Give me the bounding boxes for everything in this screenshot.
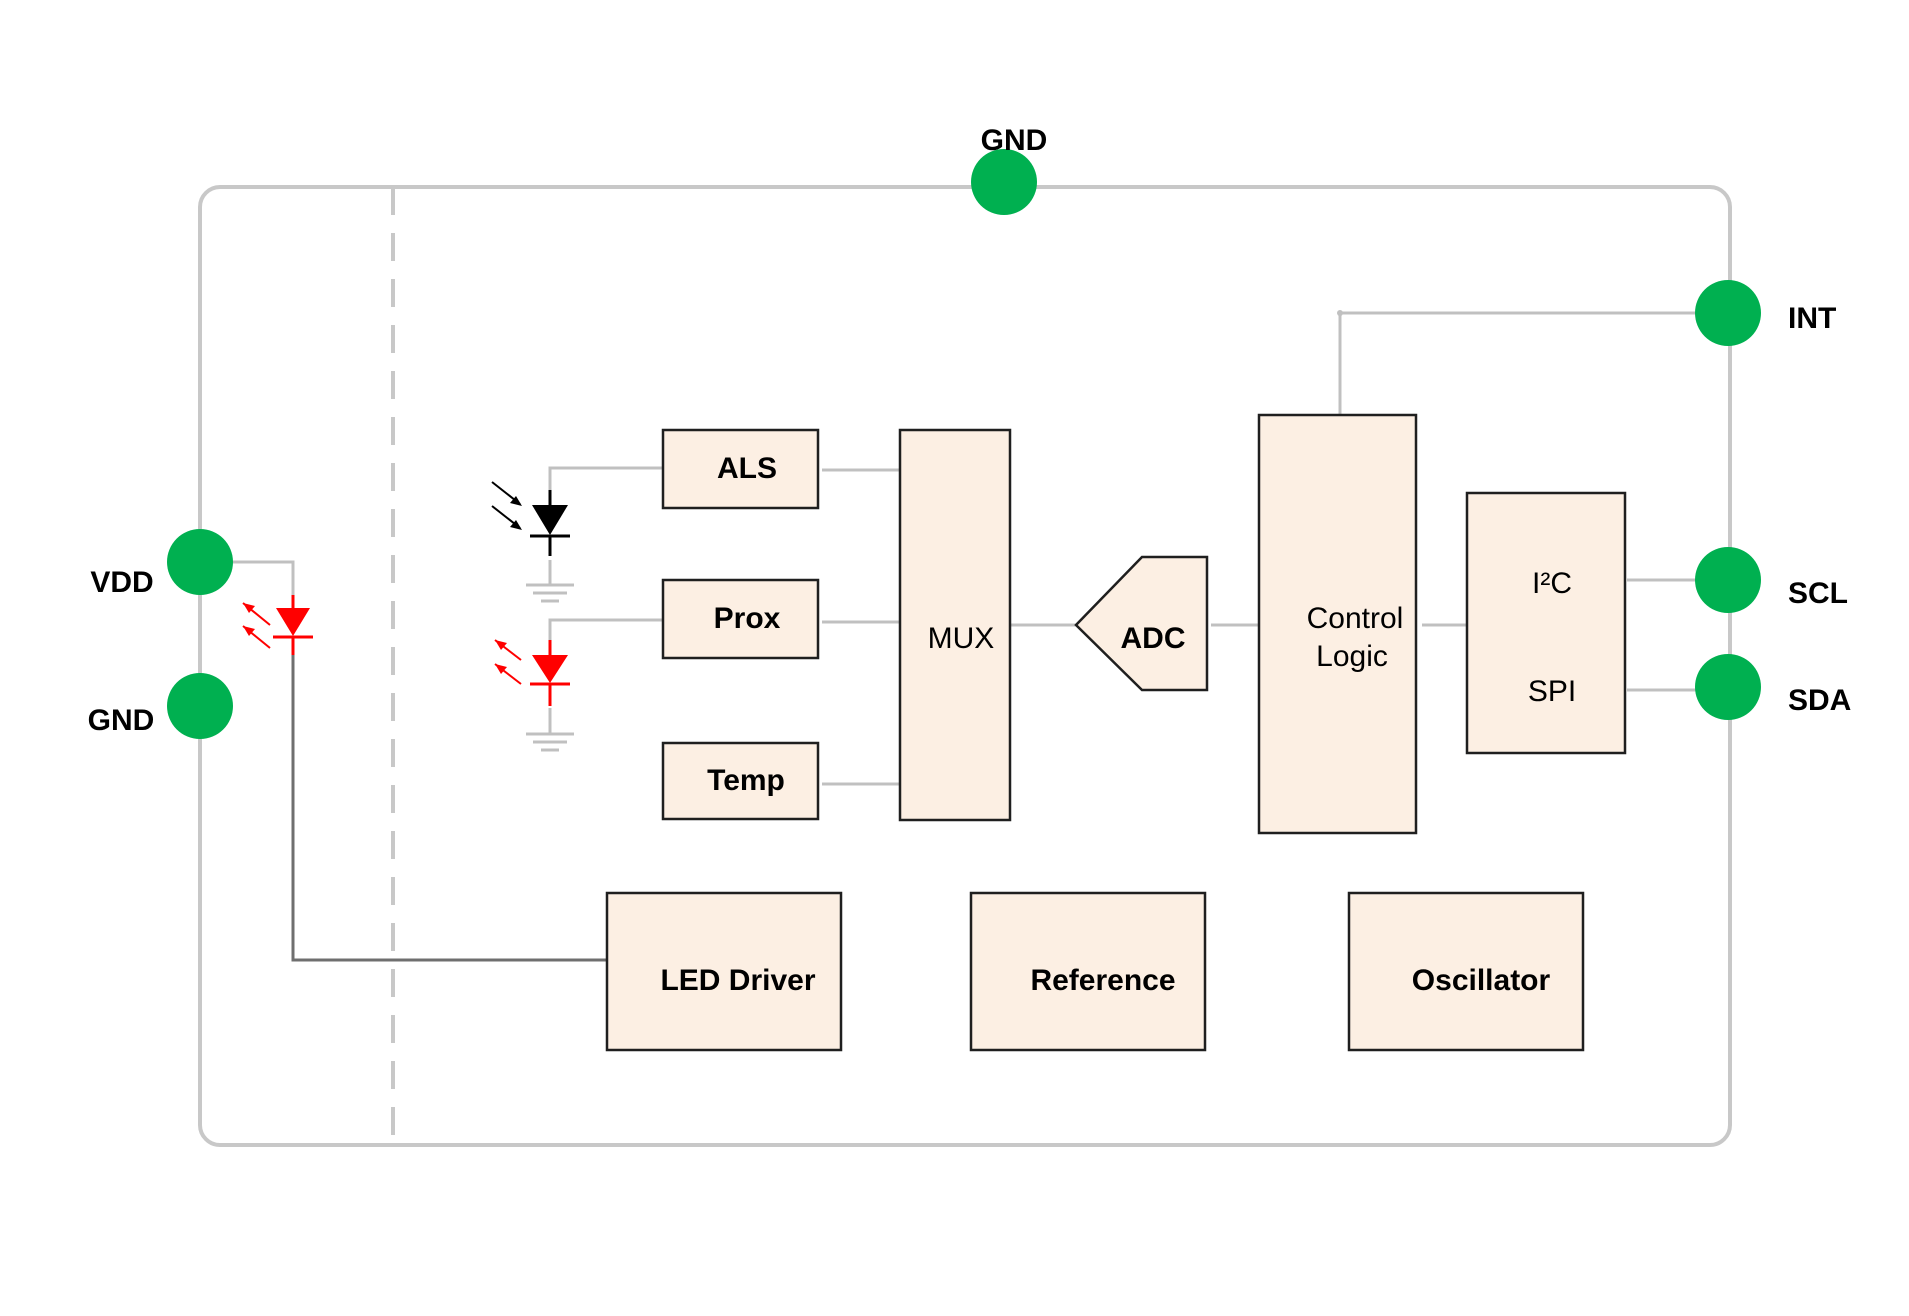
reference-label: Reference	[1030, 964, 1175, 997]
i2c-label: I²C	[1532, 567, 1572, 600]
reference-block	[969, 891, 1207, 1052]
ground-symbol-photodiode	[526, 560, 574, 603]
vdd-pin	[167, 529, 233, 595]
temp-block	[661, 741, 820, 821]
ground-symbol-led	[526, 708, 574, 752]
led-icon-internal	[494, 639, 570, 706]
spi-label: SPI	[1528, 675, 1576, 708]
led-driver-label: LED Driver	[660, 964, 815, 997]
int-pin	[1695, 280, 1761, 346]
gnd-top-pin	[971, 149, 1037, 215]
adc-label: ADC	[1121, 622, 1186, 655]
oscillator-block	[1347, 891, 1585, 1052]
interface-block	[1465, 491, 1627, 755]
sda-label: SDA	[1788, 684, 1851, 717]
prox-block	[661, 578, 820, 660]
led-driver-block	[605, 891, 843, 1052]
control-label-line1: Control	[1307, 602, 1404, 635]
int-label: INT	[1788, 302, 1836, 335]
led-icon-external	[242, 595, 313, 655]
gnd-left-pin	[167, 673, 233, 739]
gnd-left-label: GND	[88, 704, 155, 737]
als-label: ALS	[717, 452, 777, 485]
als-block	[661, 428, 820, 510]
oscillator-label: Oscillator	[1412, 964, 1551, 997]
scl-label: SCL	[1788, 577, 1848, 610]
gnd-top-label: GND	[981, 124, 1048, 157]
control-logic-block	[1257, 413, 1418, 835]
prox-label: Prox	[714, 602, 781, 635]
scl-pin	[1695, 547, 1761, 613]
mux-label: MUX	[928, 622, 995, 655]
sda-pin	[1695, 654, 1761, 720]
adc-block	[1074, 555, 1209, 692]
photodiode-icon	[491, 481, 570, 556]
mux-block	[898, 428, 1012, 822]
control-label-line2: Logic	[1316, 640, 1388, 673]
temp-label: Temp	[707, 764, 785, 797]
vdd-label: VDD	[90, 566, 153, 599]
wires	[200, 310, 1730, 962]
